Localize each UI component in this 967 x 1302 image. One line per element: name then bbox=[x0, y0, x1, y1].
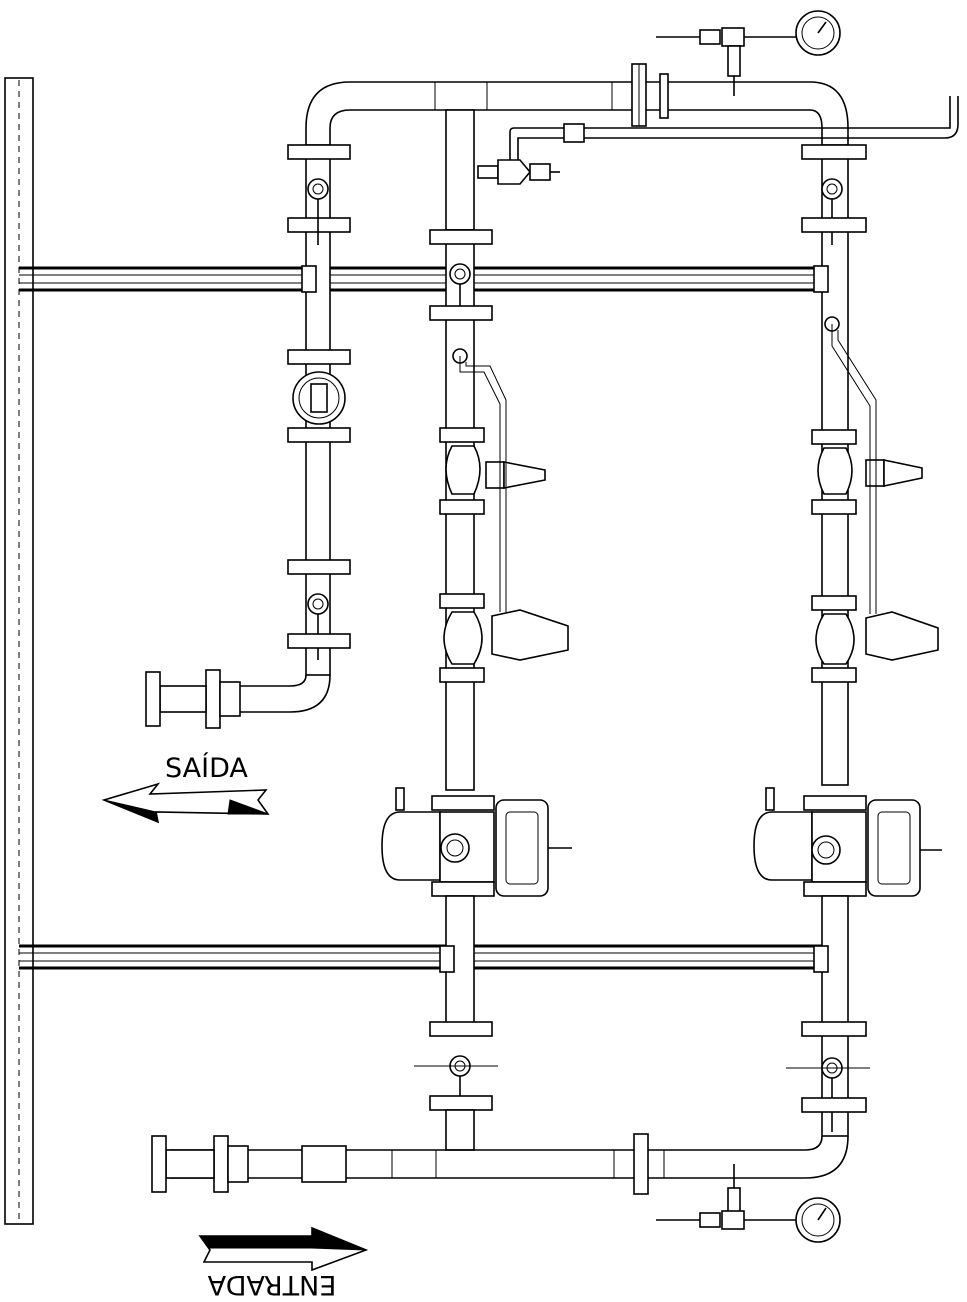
pressure-gauge-icon bbox=[795, 10, 841, 56]
bottom-header-pipe bbox=[151, 1133, 849, 1195]
bottom-gauge-assembly bbox=[656, 1164, 796, 1230]
middle-vertical-run bbox=[381, 229, 572, 1151]
inlet-label: ENTRADA bbox=[207, 1269, 336, 1300]
support-beam-upper bbox=[19, 266, 835, 292]
wall-strip bbox=[4, 77, 34, 1225]
support-beam-lower bbox=[19, 944, 835, 970]
outlet-label: SAÍDA bbox=[165, 752, 248, 784]
arrow-left-icon bbox=[101, 782, 270, 824]
pressure-gauge-icon bbox=[795, 1197, 841, 1243]
top-gauge-assembly bbox=[656, 27, 796, 96]
left-vertical-run bbox=[145, 144, 351, 729]
instrument-tube bbox=[477, 96, 959, 185]
arrow-right-icon bbox=[198, 1226, 369, 1272]
top-header-pipe bbox=[305, 63, 849, 231]
right-vertical-run bbox=[753, 144, 942, 1137]
